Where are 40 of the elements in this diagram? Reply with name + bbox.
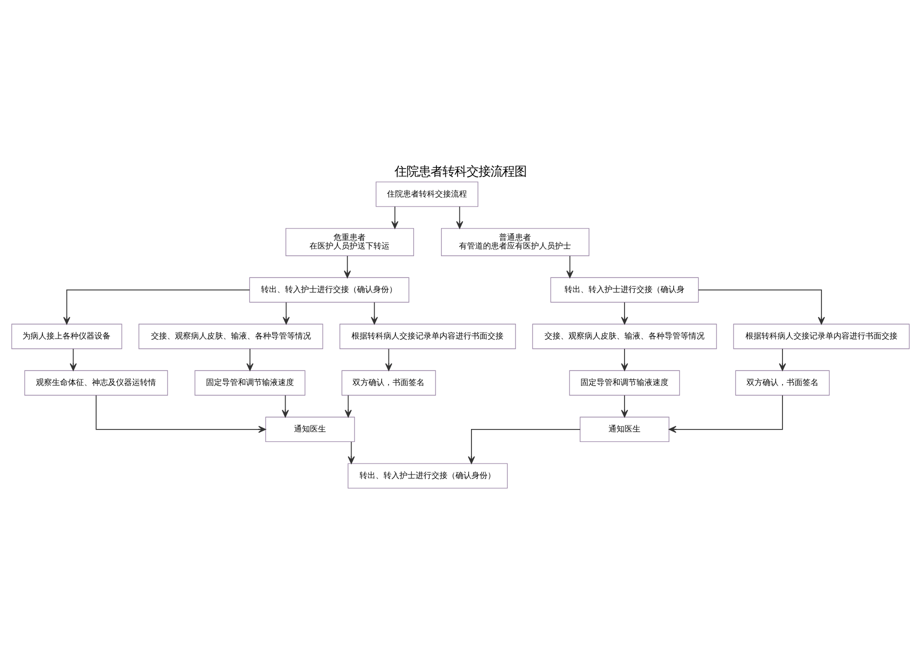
arrow: [620, 348, 628, 371]
node-box: 住院患者转科交接流程: [375, 182, 478, 207]
node-box: 根据转科病人交接记录单内容进行书面交接: [339, 324, 516, 350]
node-box: 固定导管和调节输液速度: [568, 370, 680, 396]
node-box: 双方确认，书面签名: [341, 370, 436, 396]
arrow: [347, 441, 354, 464]
diagram-title: 住院患者转科交接流程图: [394, 164, 526, 178]
arrow: [668, 394, 782, 433]
node-box: 转出、转入护士进行交接（确认身份）: [347, 463, 508, 489]
arrow: [370, 302, 378, 324]
node-box: 为病人接上各种仪器设备: [10, 324, 122, 350]
node-box: 交接、观察病人皮肤、输液、各种导管等情况: [138, 324, 323, 350]
node-box: 观察生命体征、神志及仪器运转情: [24, 370, 168, 396]
arrow: [343, 256, 350, 278]
node-box: 通知医生: [264, 416, 354, 442]
node-box: 根据转科病人交接记录单内容进行书面交接: [732, 324, 910, 350]
arrow: [282, 302, 290, 324]
node-box: 转出、转入护士进行交接（确认身份）: [248, 277, 409, 303]
node-box: 危重患者 在医护人员护送下转运: [285, 228, 414, 256]
node-box: 通知医生: [579, 416, 669, 442]
arrow: [778, 348, 786, 371]
arrow: [566, 256, 573, 278]
node-box: 双方确认，书面签名: [734, 370, 830, 396]
arrow: [69, 348, 76, 371]
arrow: [281, 394, 288, 418]
node-box: 固定导管和调节输液速度: [194, 370, 305, 396]
arrow: [620, 394, 628, 418]
node-box: 普通患者 有管道的患者应有医护人员护士: [440, 228, 589, 256]
arrow: [246, 348, 253, 371]
arrow: [344, 394, 352, 418]
arrow: [95, 394, 266, 433]
node-box: 交接、观察病人皮肤、输液、各种导管等情况: [532, 324, 716, 350]
arrow: [467, 428, 580, 464]
arrow: [390, 206, 398, 229]
arrow: [62, 290, 250, 324]
arrow: [697, 290, 824, 324]
arrow: [620, 302, 628, 324]
node-box: 转出、转入护士进行交接（确认身: [550, 277, 698, 303]
arrow: [456, 206, 463, 229]
arrow: [384, 348, 392, 371]
